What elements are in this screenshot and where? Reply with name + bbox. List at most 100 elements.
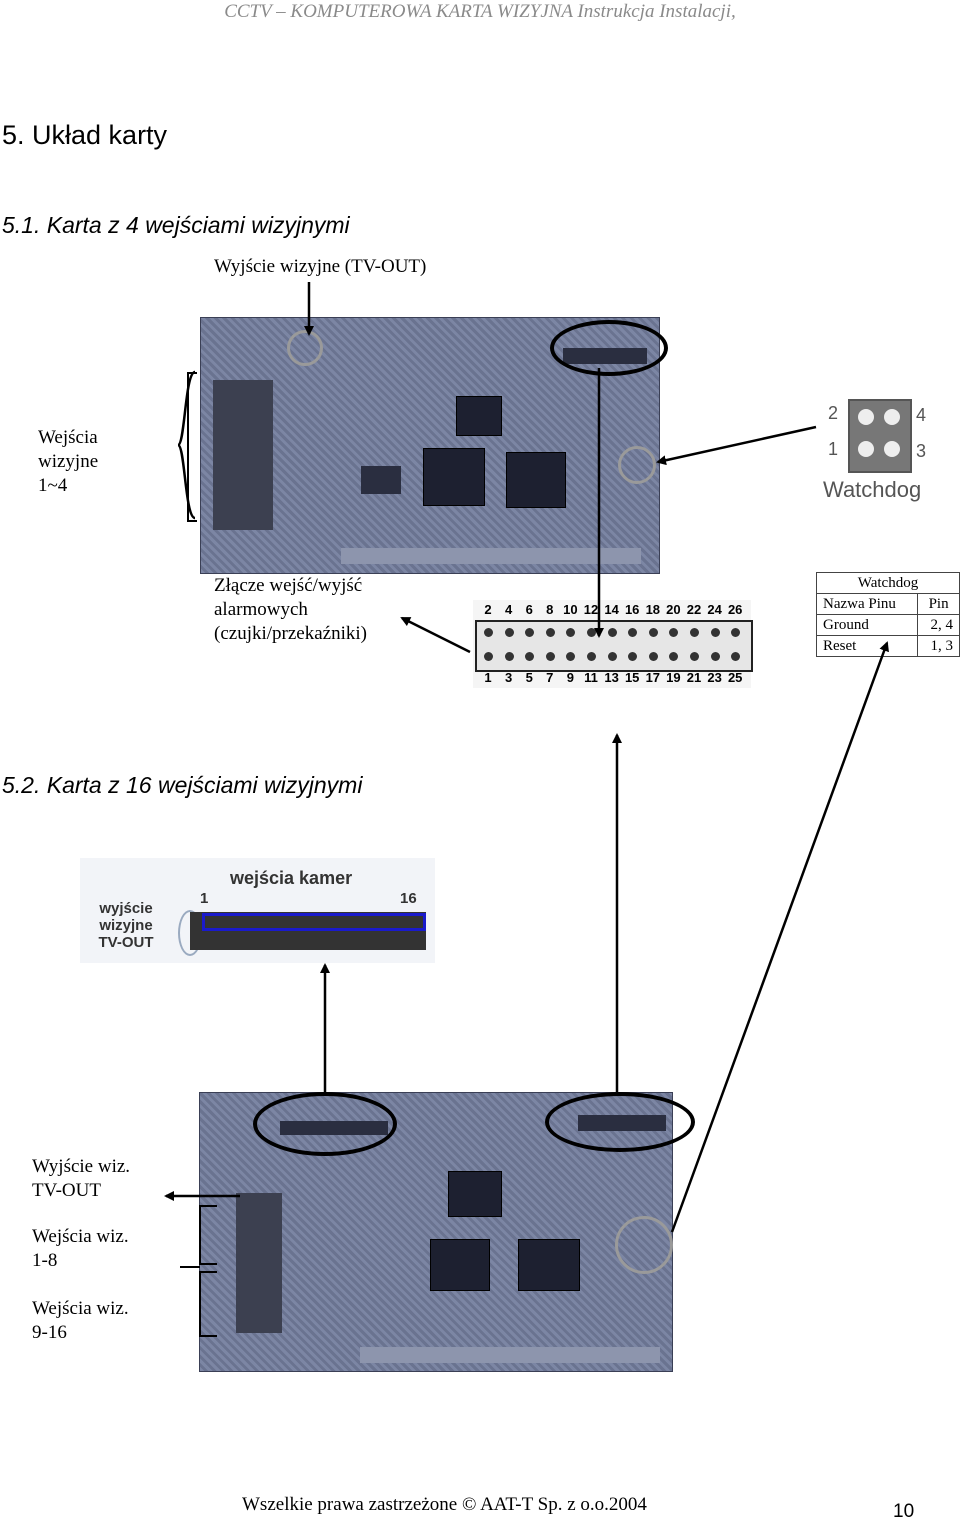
pin [607,652,617,661]
pin-number: 22 [686,602,702,617]
pin-label: 2 [828,403,839,423]
pin [710,628,720,637]
table-row: Reset 1, 3 [815,635,960,657]
watchdog-highlight [615,1216,673,1274]
pin [545,628,555,637]
pin-number: 19 [666,670,681,685]
pin [484,628,493,637]
page-header: CCTV – KOMPUTEROWA KARTA WIZYJNA Instruk… [224,1,736,22]
label-line: Złącze wejść/wyjść [214,575,363,596]
pin-number: 16 [624,602,640,617]
inputs-1-4-label: Wejścia wizyjne 1~4 [38,426,98,498]
label-line: wyjście [99,900,153,917]
section-title-5-1: 5.1. Karta z 4 wejściami wizyjnymi [2,212,350,238]
pin [858,441,874,457]
pin-number: 7 [546,670,554,685]
pin-number: 8 [546,602,554,617]
pin [731,628,741,637]
pin-number: 5 [525,670,533,685]
arrow-alarm-label [400,616,471,654]
table-cell: Reset [815,635,919,657]
connector-title: wejścia kamer [230,868,353,888]
pin [884,441,900,457]
tv-out-label-16: Wyjście wiz. TV-OUT [32,1155,130,1203]
pin-number: 24 [707,602,722,617]
pin [731,652,741,661]
chip [361,466,401,494]
pin-number: 1 [484,670,492,685]
pin [525,652,535,661]
pin-number: 23 [707,670,722,685]
pin-number: 13 [604,670,619,685]
connector-num-end: 16 [400,890,417,907]
chip [518,1239,580,1291]
pin [607,628,617,637]
table-row: Ground 2, 4 [815,614,960,636]
pin [669,628,679,637]
pin [690,628,699,637]
pci-edge [360,1347,660,1363]
pin-number: 11 [584,670,598,685]
pin-number: 3 [504,670,513,685]
arrow-watchdog [656,425,817,466]
pin-number: 9 [566,670,574,685]
label-line: wizyjne [99,917,153,934]
pin-label: 1 [828,439,839,459]
pin [628,652,638,661]
arrow-16-watchdog [670,641,889,1233]
pin-number: 4 [504,602,513,617]
pin-number: 18 [645,602,661,617]
footer-copyright: Wszelkie prawa zastrzeżone © AAT-T Sp. z… [242,1494,647,1515]
pin [858,409,874,425]
pin-label: 4 [916,405,927,425]
label-line: TV-OUT [98,934,154,951]
inputs-9-16-label: Wejścia wiz. 9-16 [32,1297,129,1345]
alarm-connector-label: Złącze wejść/wyjść alarmowych (czujki/pr… [214,574,367,646]
pin [648,652,658,661]
label-line: 1-8 [32,1250,58,1271]
alarm-connector-highlight [545,1092,695,1152]
label-line: Wyjście wiz. [32,1156,131,1177]
chip [448,1171,502,1217]
inputs-9-16-bracket [199,1271,217,1337]
pin-number: 20 [666,602,681,617]
camera-inputs-highlight [202,913,426,931]
watchdog-header [848,399,912,473]
label-line: Wejścia wiz. [32,1226,129,1247]
pin [566,628,576,637]
section-title-5-2: 5.2. Karta z 16 wejściami wizyjnymi [2,772,363,798]
pin-number: 15 [624,670,640,685]
pin [690,652,699,661]
pin-number: 2 [484,602,492,617]
tv-out-label: Wyjście wizyjne (TV-OUT) [214,256,427,277]
dsub-connectors [236,1193,282,1333]
connector-highlight [550,320,668,376]
connector-body [190,912,426,950]
pci-edge [341,548,641,564]
pin [545,652,555,661]
pin [504,652,514,661]
connector-body [475,620,753,672]
watchdog-highlight [618,446,656,484]
pin-number: 21 [686,670,702,685]
label-line: 9-16 [32,1322,67,1343]
chip [506,452,566,508]
pin-number: 6 [525,602,533,617]
watchdog-caption: Watchdog [823,477,922,502]
pin [628,628,638,637]
inputs-1-8-bracket [199,1205,217,1265]
inputs-1-8-label: Wejścia wiz. 1-8 [32,1225,129,1273]
label-line: (czujki/przekaźniki) [214,623,367,644]
pin [566,652,576,661]
pin [484,652,493,661]
label-line: Wejścia [38,427,98,448]
table-cell: 1, 3 [917,635,960,657]
pin [884,409,900,425]
chip [423,448,485,506]
label-line: Wejścia wiz. [32,1298,129,1319]
chip [456,396,502,436]
bracket-tick [180,1266,200,1268]
pin-number: 10 [563,602,578,617]
